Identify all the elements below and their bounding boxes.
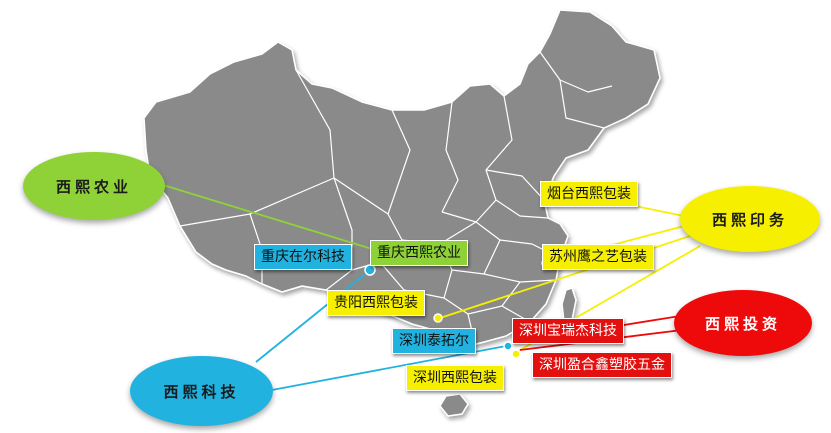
dot-chongqing [364,264,376,276]
group-agriculture-ellipse: 西熙农业 [23,152,165,220]
company-chongqing-tech: 重庆在尔科技 [254,244,352,270]
group-investment-ellipse: 西熙投资 [674,290,812,356]
company-yantai: 烟台西熙包装 [540,181,638,207]
group-agriculture-label: 西熙农业 [55,177,132,196]
dot-shenzhen-a [503,341,513,351]
group-technology-ellipse: 西熙科技 [130,356,273,426]
connector-tech-chongqing [255,269,371,363]
group-printing-label: 西熙印务 [711,210,788,229]
dot-guiyang [433,313,443,323]
company-guiyang: 贵阳西熙包装 [327,290,425,316]
company-shenzhen-yinghe: 深圳盈合鑫塑胶五金 [532,352,672,378]
company-chongqing-agri: 重庆西熙农业 [370,240,468,266]
group-investment-label: 西熙投资 [704,314,781,333]
group-printing-ellipse: 西熙印务 [680,186,820,252]
company-shenzhen-tai: 深圳泰拓尔 [392,328,476,354]
company-shenzhen-pack: 深圳西熙包装 [406,365,504,391]
company-shenzhen-baorui: 深圳宝瑞杰科技 [512,318,624,344]
dot-shenzhen-b [511,349,521,359]
group-technology-label: 西熙科技 [163,382,240,401]
company-suzhou: 苏州鹰之艺包装 [542,244,654,270]
connector-agri-chongqing [162,184,396,257]
